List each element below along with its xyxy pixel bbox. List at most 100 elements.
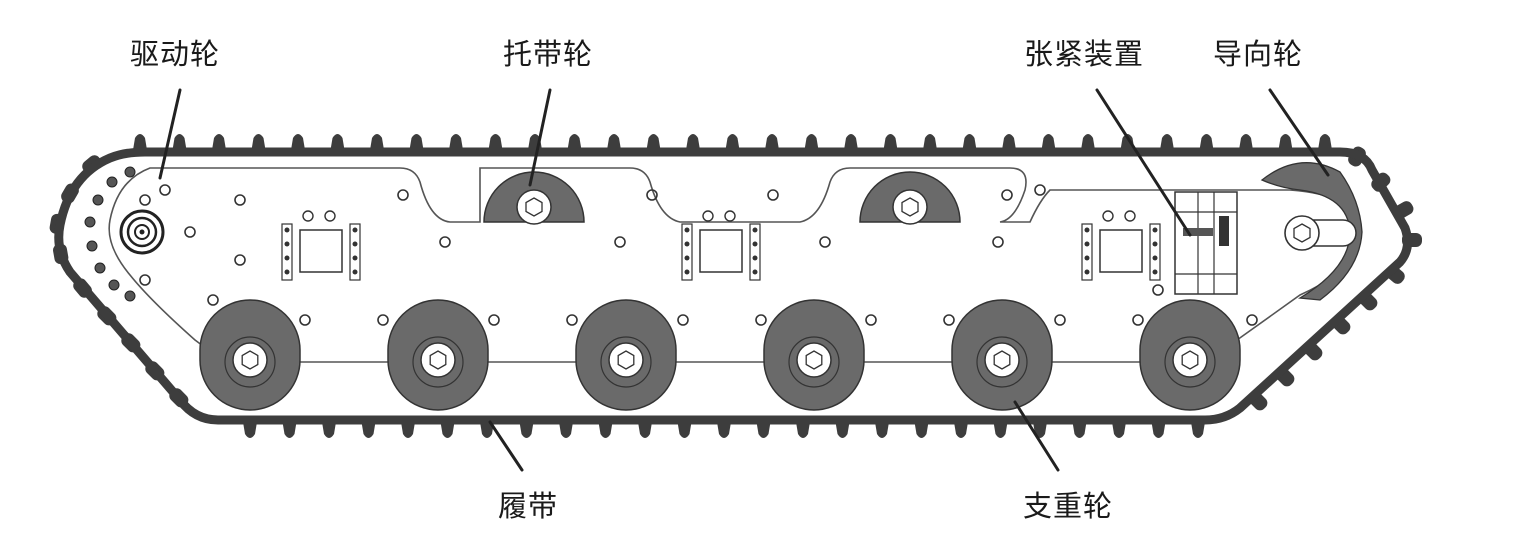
bolt-hole (488, 314, 500, 326)
track-tooth (677, 422, 692, 438)
bracket-strip (1081, 223, 1093, 281)
carrier-roller-right (859, 171, 961, 225)
leader-carrier-roller (528, 88, 552, 187)
bracket-bolt (1084, 255, 1090, 261)
label-drive-wheel: 驱动轮 (130, 37, 221, 71)
tensioner-device (1174, 191, 1238, 295)
bolt-hole (992, 236, 1004, 248)
bolt-hole (1246, 314, 1258, 326)
road-wheel-nut (993, 350, 1011, 370)
track-tooth (282, 422, 297, 438)
road-wheel (575, 299, 677, 411)
track-tooth (638, 422, 652, 438)
track-tooth (1151, 422, 1166, 438)
track-tooth (835, 422, 850, 438)
track-teeth-top (133, 134, 1332, 150)
bracket-hole (302, 210, 314, 222)
road-wheel (763, 299, 865, 411)
leader-idler-wheel (1268, 88, 1330, 177)
road-wheel-nut (429, 350, 447, 370)
bracket-bolt (284, 241, 290, 247)
track-tooth (480, 422, 494, 438)
bracket-bolt (1152, 241, 1158, 247)
bracket-bolt (1152, 269, 1158, 275)
road-wheels (199, 299, 1241, 411)
track-tooth (1120, 134, 1135, 150)
track-tooth (883, 134, 898, 150)
drive-sprocket-chain-links (84, 166, 136, 302)
track-tooth (1160, 134, 1174, 150)
bolt-hole (299, 314, 311, 326)
leader-tensioner (1095, 88, 1192, 237)
bracket-bolt (1152, 227, 1158, 233)
track-tooth (251, 134, 266, 150)
chain-link (108, 279, 120, 291)
track-tooth (717, 422, 731, 438)
leader-drive-wheel (158, 88, 182, 180)
bracket-hole (724, 210, 736, 222)
mounting-brackets (281, 210, 1161, 281)
leader-road-wheel (1013, 400, 1060, 472)
chain-link (94, 262, 106, 274)
track-tooth (914, 422, 929, 438)
track-tooth (598, 422, 613, 438)
track-tooth (765, 134, 779, 150)
bolt-hole (1001, 189, 1013, 201)
track-tooth (361, 422, 376, 438)
track-tooth (243, 422, 257, 438)
road-wheel-axle (984, 342, 1020, 378)
road-wheel-nut (1181, 350, 1199, 370)
label-idler-wheel: 导向轮 (1213, 37, 1304, 71)
track-tooth (440, 422, 455, 438)
track-tooth (1081, 134, 1095, 150)
bolt-hole (377, 314, 389, 326)
bolt-hole (755, 314, 767, 326)
track-tooth (172, 134, 187, 150)
track-tooth (875, 422, 889, 438)
chain-link (106, 176, 118, 188)
track-teeth-bottom (243, 422, 1205, 438)
leader-lines (158, 88, 1330, 472)
track-tooth (370, 134, 384, 150)
mounting-bracket (281, 210, 361, 281)
bracket-bolt (284, 255, 290, 261)
track-tooth (686, 134, 700, 150)
bolt-hole (819, 236, 831, 248)
road-wheel-nut (805, 350, 823, 370)
road-wheel-axle (232, 342, 268, 378)
track-tooth (1199, 134, 1214, 150)
label-track: 履带 (498, 489, 559, 523)
bolt-hole (865, 314, 877, 326)
bracket-bolt (684, 269, 690, 275)
bracket-bolt (352, 241, 358, 247)
bracket-hole (324, 210, 336, 222)
bracket-strip (681, 223, 693, 281)
track-tooth (291, 134, 305, 150)
track-tooth (646, 134, 661, 150)
bolt-hole (397, 189, 409, 201)
bracket-bolt (684, 255, 690, 261)
bracket-hole (702, 210, 714, 222)
bracket-bolt (1084, 269, 1090, 275)
track-tooth (607, 134, 621, 150)
bolt-hole (159, 184, 171, 196)
bolt-hole (439, 236, 451, 248)
road-wheel (387, 299, 489, 411)
bolt-hole (1054, 314, 1066, 326)
bolt-hole (566, 314, 578, 326)
bolt-holes (139, 184, 1258, 326)
chain-link (124, 290, 136, 302)
track-tooth (1239, 134, 1253, 150)
track-tooth (796, 422, 810, 438)
bolt-hole (1132, 314, 1144, 326)
bolt-hole (677, 314, 689, 326)
bolt-hole (1034, 184, 1046, 196)
bracket-bolt (284, 269, 290, 275)
label-road-wheel: 支重轮 (1023, 489, 1114, 523)
track-tooth (1002, 134, 1016, 150)
drive-sprocket (119, 209, 165, 255)
road-wheel-axle (608, 342, 644, 378)
bracket-strip (749, 223, 761, 281)
bracket-bolt (752, 227, 758, 233)
chain-link (124, 166, 136, 178)
